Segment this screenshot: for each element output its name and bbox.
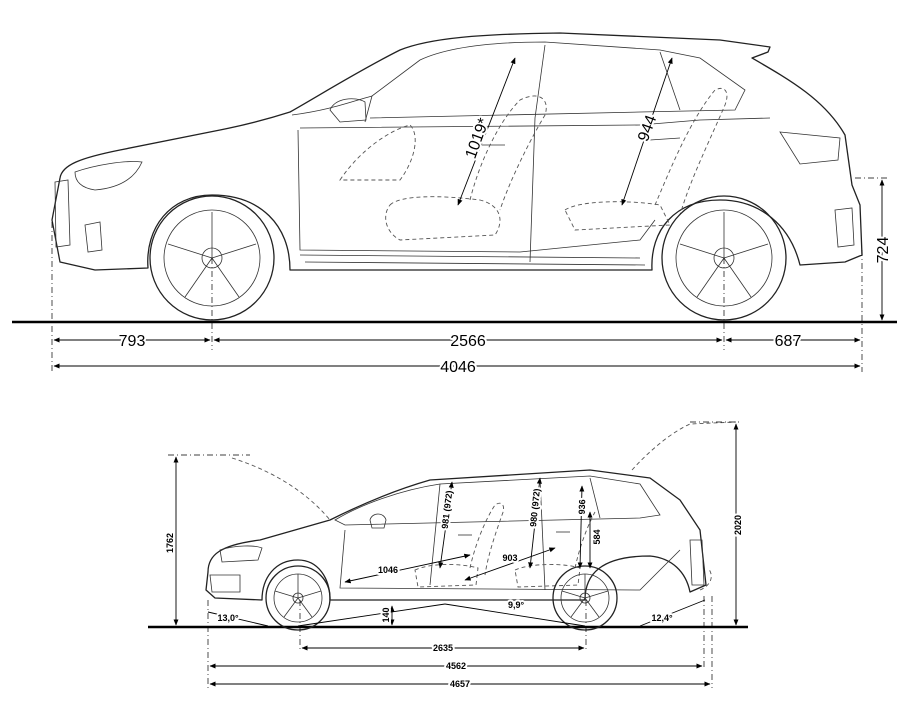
dim-line-front-headroom [457,57,516,206]
label-front-headroom: 1019* [463,116,493,161]
estate-open-panels-dashed [231,421,737,591]
estate-rear-wheel [552,565,618,631]
label-overall-height: 1762 [165,533,175,553]
label-load-opening: 584 [592,529,602,544]
dim-line-rear-headroom [621,57,673,206]
label-length-overall: 4657 [450,679,470,689]
label-approach-angle: 13,0° [217,613,239,623]
label-front-overhang: 793 [119,333,146,350]
label-front-headroom-b: 981 (972) [440,490,455,529]
label-rear-overhang: 687 [775,333,802,350]
dim-line-front-legroom [344,553,471,584]
label-rear-headroom-b: 980 (972) [528,488,542,527]
label-overall-length-top: 4046 [440,359,476,376]
label-rear-height: 724 [875,237,892,264]
hatchback-side-view: 793 2566 687 4046 724 1019* 944 [12,32,897,378]
estate-front-wheel [265,565,331,631]
label-wheelbase-top: 2566 [450,333,486,350]
label-front-legroom: 1046 [378,565,398,575]
label-length-short: 4562 [446,661,466,671]
label-ramp-angle: 9,9° [508,600,525,610]
label-open-tailgate-height: 2020 [733,515,743,535]
estate-side-view: 1762 2020 981 (972) 980 (972) 936 584 10… [148,421,748,691]
label-rear-legroom: 903 [502,553,517,563]
dim-line-rear-legroom [464,547,556,581]
label-departure-angle: 12,4° [651,613,673,623]
dim-line-front-headroom-b [438,481,454,569]
hatchback-body [51,32,863,271]
label-load-height: 936 [577,499,588,514]
dim-line-load-height [577,485,585,569]
estate-body [205,469,707,601]
label-ground-clearance: 140 [381,607,391,622]
label-wheelbase-bottom: 2635 [433,643,453,653]
